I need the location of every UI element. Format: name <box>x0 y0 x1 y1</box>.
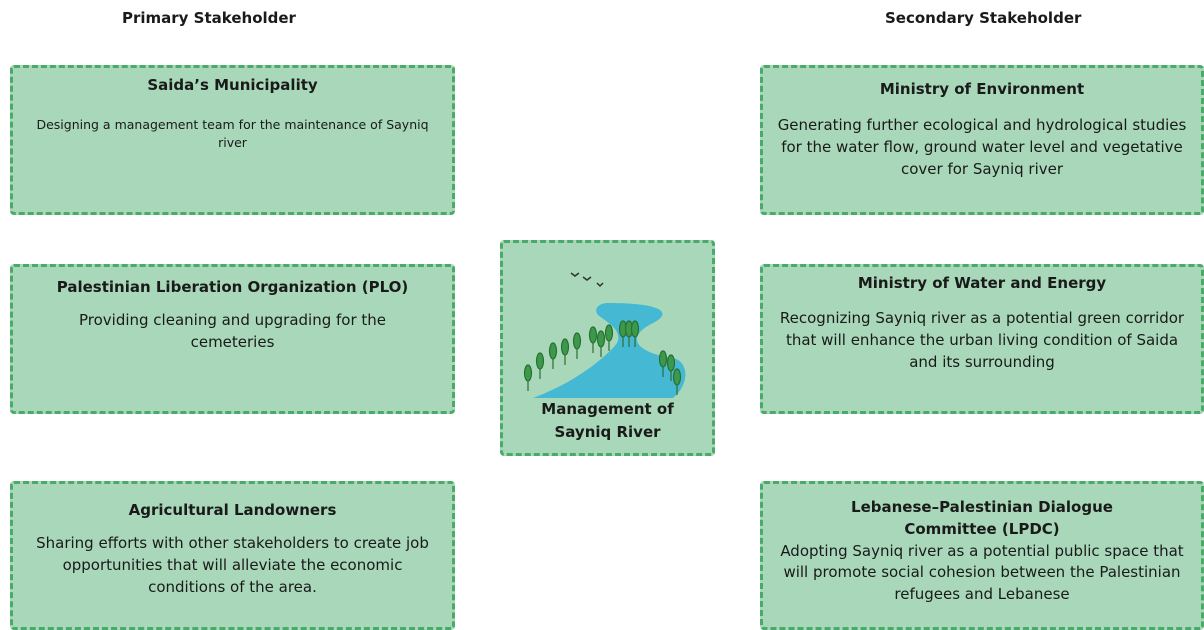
stakeholder-description: Adopting Sayniq river as a potential pub… <box>780 541 1184 604</box>
stakeholder-box-agricultural-landowners: Agricultural Landowners Sharing efforts … <box>10 481 455 630</box>
stakeholder-title: Ministry of Water and Energy <box>857 274 1107 292</box>
bird-icon <box>596 282 604 288</box>
primary-stakeholder-heading: Primary Stakeholder <box>122 9 296 27</box>
tree-group <box>523 320 682 395</box>
central-box-management: Management of Sayniq River <box>500 240 715 456</box>
stakeholder-box-ministry-of-water-and-energy: Ministry of Water and Energy Recognizing… <box>760 264 1204 414</box>
stakeholder-box-lpdc: Lebanese–Palestinian Dialogue Committee … <box>760 481 1204 630</box>
secondary-stakeholder-heading: Secondary Stakeholder <box>885 9 1082 27</box>
stakeholder-box-plo: Palestinian Liberation Organization (PLO… <box>10 264 455 414</box>
stakeholder-description: Sharing efforts with other stakeholders … <box>36 534 429 596</box>
stakeholder-description: Providing cleaning and upgrading for the… <box>78 311 387 351</box>
central-label: Management of Sayniq River <box>503 398 712 443</box>
stakeholder-title: Ministry of Environment <box>879 80 1085 98</box>
central-label-line1: Management of <box>541 400 674 418</box>
stakeholder-title: Saida’s Municipality <box>147 76 318 94</box>
stakeholder-description: Generating further ecological and hydrol… <box>777 116 1187 178</box>
bird-icon <box>582 276 592 281</box>
stakeholder-title: Agricultural Landowners <box>128 501 337 519</box>
central-label-line2: Sayniq River <box>554 422 661 441</box>
stakeholder-description: Designing a management team for the main… <box>36 117 429 151</box>
stakeholder-title: Palestinian Liberation Organization (PLO… <box>56 278 409 296</box>
river-shape <box>533 303 686 398</box>
stakeholder-box-saida-municipality: Saida’s Municipality Designing a managem… <box>10 65 455 215</box>
bird-icon <box>570 272 580 277</box>
river-landscape-icon <box>523 272 686 398</box>
stakeholder-title: Lebanese–Palestinian Dialogue Committee … <box>851 498 1113 538</box>
stakeholder-box-ministry-of-environment: Ministry of Environment Generating furth… <box>760 65 1204 215</box>
stakeholder-description: Recognizing Sayniq river as a potential … <box>779 309 1185 371</box>
